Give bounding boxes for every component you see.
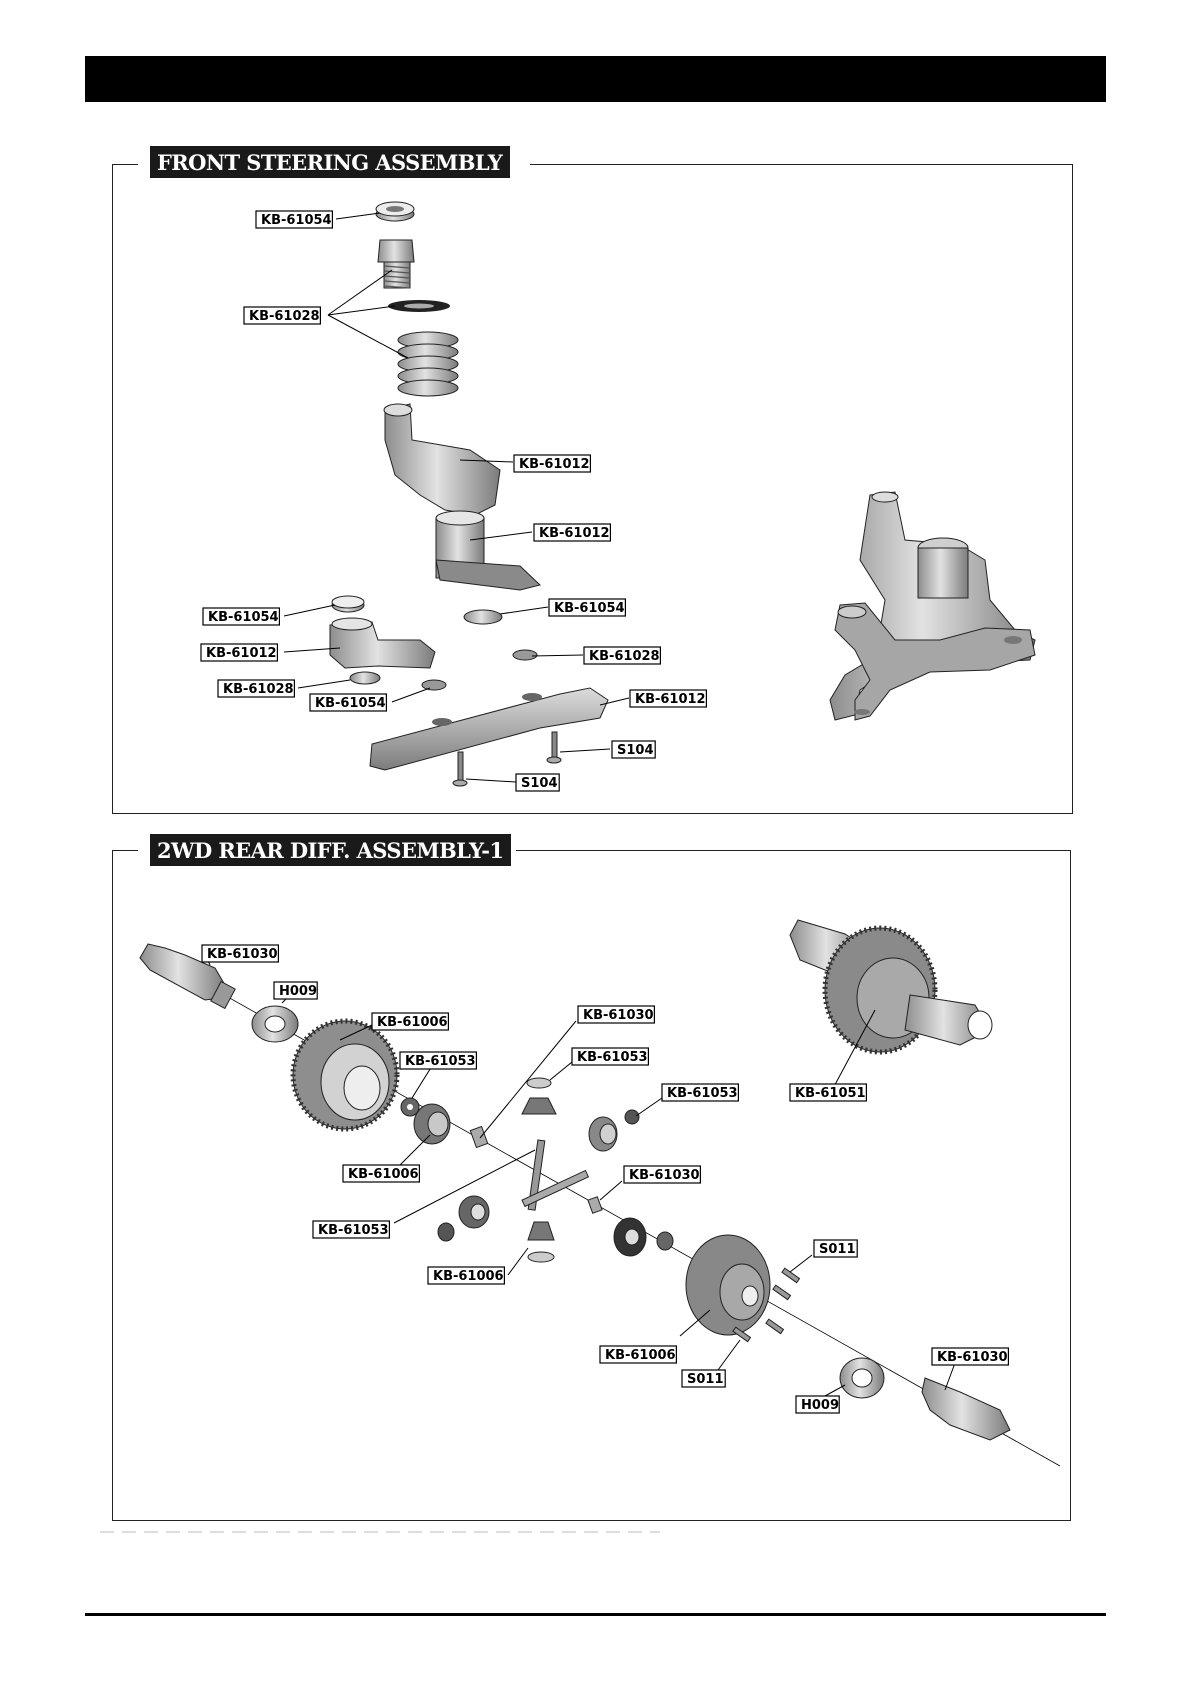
part-callout: KB-61006	[428, 1267, 504, 1284]
steering-crank-upper	[384, 404, 500, 515]
callout-label: KB-61028	[249, 309, 320, 324]
bevel-gear-lower-right	[614, 1218, 646, 1256]
part-callout: KB-61028	[584, 647, 660, 664]
callout-label: KB-61051	[795, 1086, 866, 1101]
washer-3	[438, 1223, 454, 1241]
bearing-h009-right	[840, 1358, 884, 1398]
part-callout: KB-61030	[578, 1006, 654, 1023]
part-callout: KB-61053	[662, 1084, 738, 1101]
bevel-gear-right	[589, 1117, 617, 1151]
part-callout: KB-61054	[310, 694, 386, 711]
part-callout: KB-61012	[514, 455, 590, 472]
callout-label: KB-61054	[554, 601, 625, 616]
part-callout: KB-61054	[203, 608, 279, 625]
callout-label: H009	[279, 984, 317, 999]
bevel-gear-bottom	[528, 1222, 554, 1262]
callout-label: S011	[819, 1242, 856, 1257]
screw-s104-1	[547, 732, 561, 763]
part-callout: S104	[612, 741, 655, 758]
part-callout: KB-61012	[630, 690, 706, 707]
part-callout: KB-61053	[400, 1052, 476, 1069]
part-callout: KB-61012	[534, 524, 610, 541]
bushing-left-2	[350, 672, 380, 684]
callout-label: KB-61028	[223, 682, 294, 697]
part-callout: H009	[796, 1396, 839, 1413]
steering-rack	[370, 688, 608, 770]
callout-label: KB-61030	[937, 1350, 1008, 1365]
bushing-top	[376, 202, 414, 221]
washer-2	[625, 1110, 639, 1124]
part-callout: KB-61028	[218, 680, 294, 697]
cross-pin	[522, 1140, 588, 1210]
bevel-gear-lower-left	[459, 1196, 489, 1228]
callout-label: KB-61053	[667, 1086, 738, 1101]
part-callout: KB-61028	[244, 307, 320, 324]
part-callout: KB-61054	[256, 211, 332, 228]
callout-label: KB-61030	[207, 947, 278, 962]
steering-post	[436, 511, 540, 590]
part-callout: H009	[274, 982, 317, 999]
outdrive-right	[922, 1378, 1010, 1440]
callout-label: KB-61030	[629, 1168, 700, 1183]
bevel-gear-1	[414, 1104, 450, 1144]
callout-label: S104	[617, 743, 654, 758]
callout-label: KB-61054	[208, 610, 279, 625]
nut-right	[513, 650, 537, 660]
bearing-h009-left	[252, 1006, 298, 1042]
part-callout: KB-61006	[600, 1346, 676, 1363]
part-callout: KB-61006	[343, 1165, 419, 1182]
diff-assembled-view	[790, 920, 992, 1052]
part-callout: KB-61030	[624, 1166, 700, 1183]
bolt	[378, 240, 414, 288]
part-callout: KB-61053	[572, 1048, 648, 1065]
shaft-pin-1	[470, 1126, 487, 1147]
part-callout: KB-61054	[549, 599, 625, 616]
part-callout: S104	[516, 774, 559, 791]
footer-rule	[85, 1613, 1106, 1616]
steering-crank-left	[330, 618, 435, 668]
callout-label: KB-61054	[261, 213, 332, 228]
part-callout: KB-61053	[313, 1221, 389, 1238]
callout-label: H009	[801, 1398, 839, 1413]
nut-left	[422, 680, 446, 690]
callout-label: KB-61006	[348, 1167, 419, 1182]
part-callout: KB-61051	[790, 1084, 866, 1101]
steering-assembled-view	[830, 492, 1035, 720]
callout-label: KB-61012	[206, 646, 277, 661]
washer-4	[657, 1232, 673, 1250]
callout-label: S011	[687, 1372, 724, 1387]
small-pin-2	[588, 1197, 602, 1214]
screw-s104-2	[453, 752, 467, 786]
part-callout: S011	[814, 1240, 857, 1257]
callout-label: KB-61012	[635, 692, 706, 707]
callout-label: KB-61030	[583, 1008, 654, 1023]
callout-label: KB-61028	[589, 649, 660, 664]
part-callout: S011	[682, 1370, 725, 1387]
part-callout: KB-61006	[372, 1013, 448, 1030]
callout-label: KB-61053	[318, 1223, 389, 1238]
faint-footnote-line	[100, 1531, 660, 1533]
callout-label: KB-61053	[405, 1054, 476, 1069]
callout-label: KB-61012	[539, 526, 610, 541]
bushing-mid	[464, 610, 502, 624]
callout-label: KB-61054	[315, 696, 386, 711]
callout-label: KB-61006	[605, 1348, 676, 1363]
callout-label: KB-61006	[377, 1015, 448, 1030]
callout-label: KB-61006	[433, 1269, 504, 1284]
spring	[398, 332, 458, 396]
part-callout: KB-61030	[202, 945, 278, 962]
diff-parts	[140, 920, 1060, 1466]
part-callout: KB-61030	[932, 1348, 1008, 1365]
part-callout: KB-61012	[201, 644, 277, 661]
callouts: KB-61054KB-61028KB-61012KB-61012KB-61054…	[201, 211, 1008, 1413]
callout-label: KB-61053	[577, 1050, 648, 1065]
callout-label: S104	[521, 776, 558, 791]
bevel-gear-top	[522, 1078, 556, 1114]
callout-label: KB-61012	[519, 457, 590, 472]
